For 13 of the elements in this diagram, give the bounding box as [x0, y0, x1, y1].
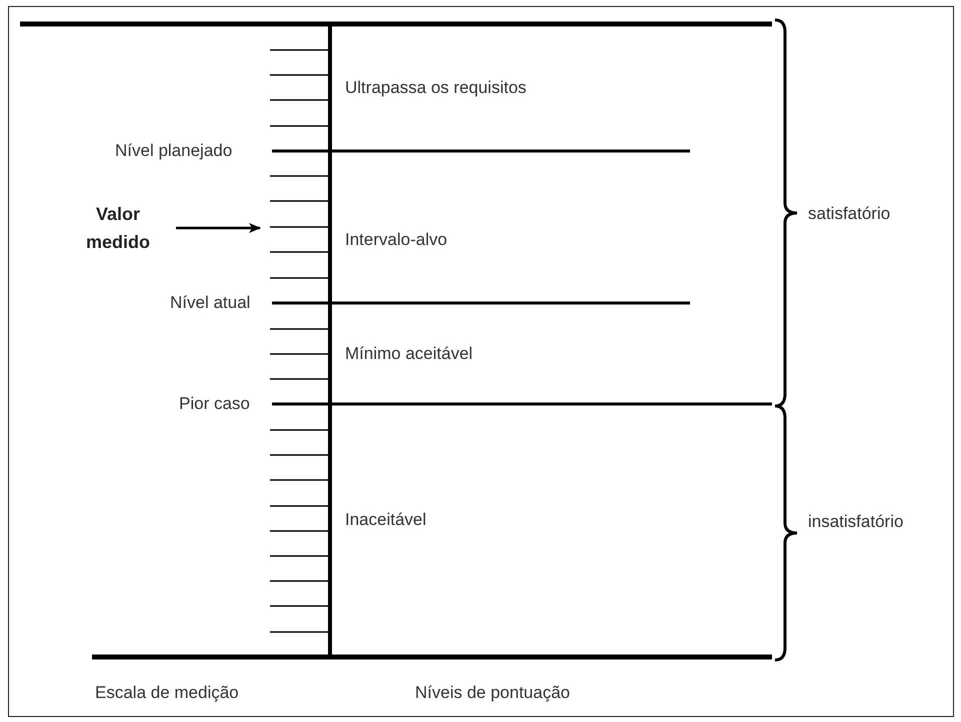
measured-value-label: Valor medido [70, 200, 166, 256]
level-label: Nível atual [170, 293, 250, 313]
level-label: Pior caso [179, 394, 250, 414]
arrow [176, 223, 261, 233]
level-label: Intervalo-alvo [345, 230, 448, 250]
level-label: Mínimo aceitável [345, 344, 473, 364]
level-label: Ultrapassa os requisitos [345, 78, 526, 98]
level-label: Nível planejado [115, 141, 232, 161]
axis-title: Níveis de pontuação [415, 683, 570, 703]
axis-title: Escala de medição [95, 683, 239, 703]
group-label: satisfatório [808, 204, 890, 224]
level-label: Inaceitável [345, 510, 426, 530]
group-label: insatisfatório [808, 512, 904, 532]
